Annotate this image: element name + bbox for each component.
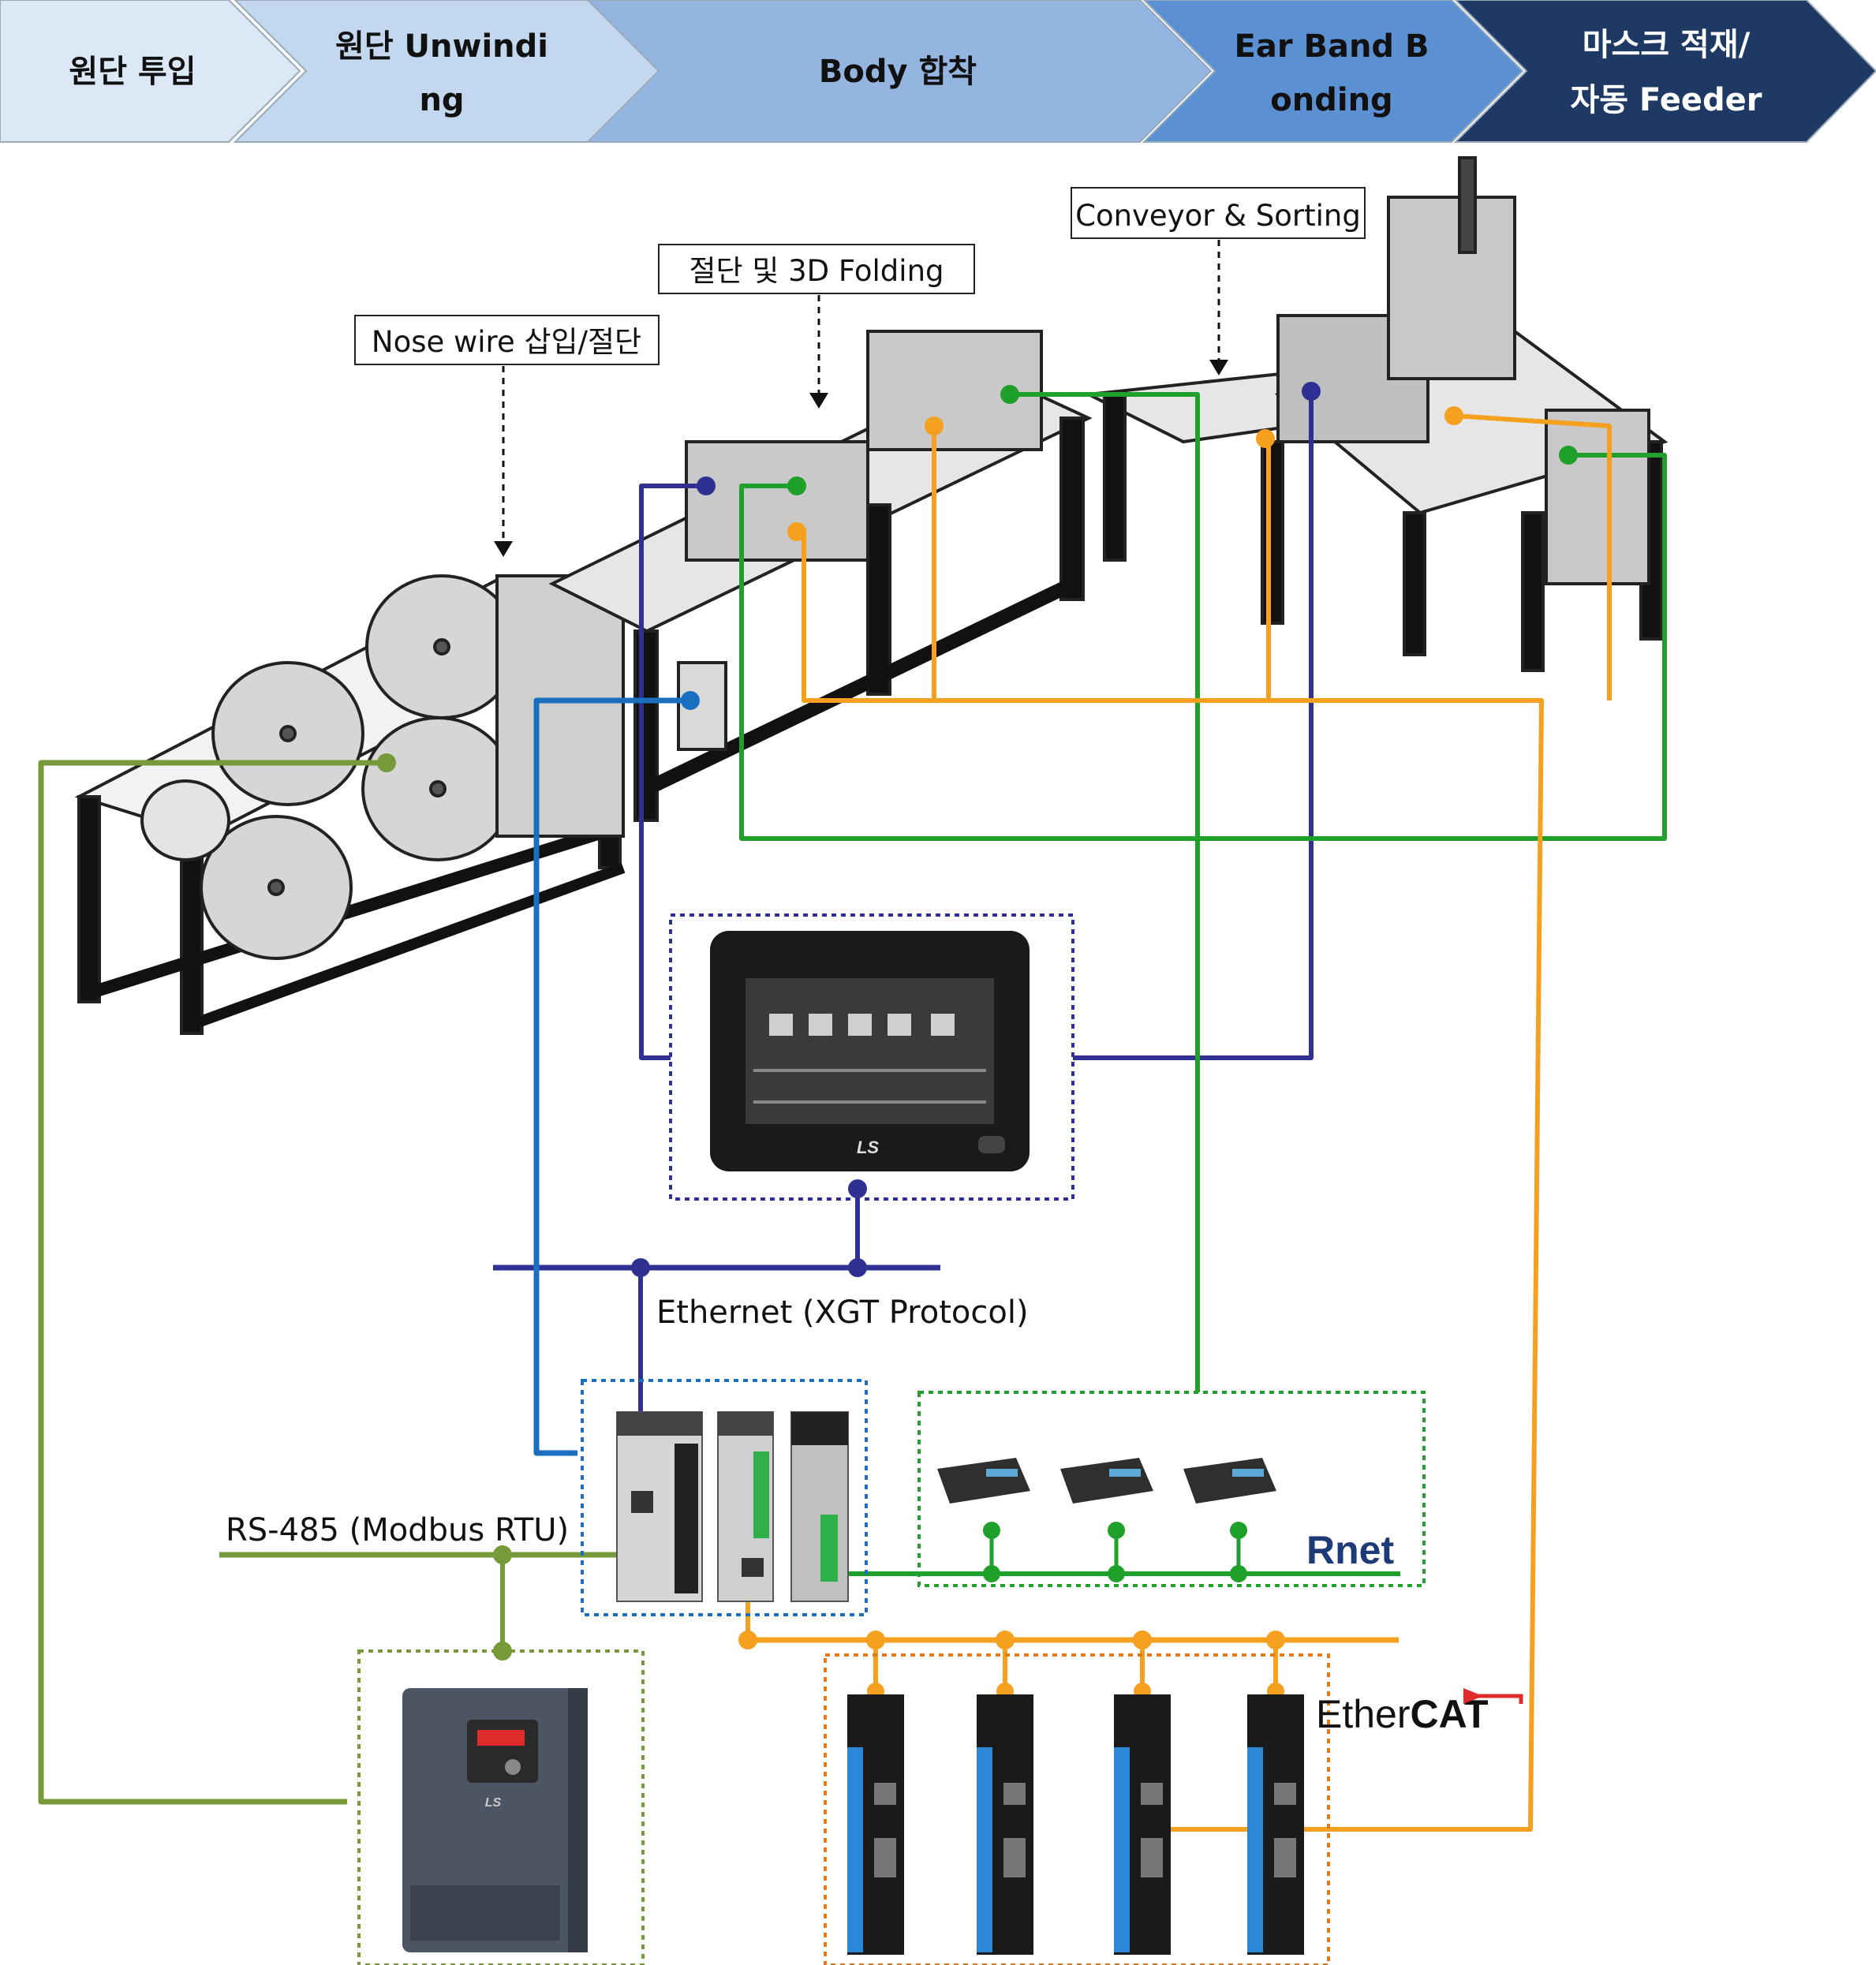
callout-arrow-conveyor bbox=[1209, 360, 1228, 375]
step-5-label-line2: 자동 Feeder bbox=[1571, 82, 1762, 118]
ethernet-label: Ethernet (XGT Protocol) bbox=[656, 1294, 1029, 1331]
plc-line-control-box bbox=[533, 697, 690, 1456]
inverter-group: LS bbox=[357, 1649, 645, 1965]
ethernet-hmi-to-body bbox=[639, 484, 706, 1060]
process-chevron-bar: 원단 투입 원단 Unwindi ng Body 합착 Ear Band B o… bbox=[0, 0, 1876, 143]
step-4-label-line2: onding bbox=[1270, 82, 1392, 118]
chevron-step-4 bbox=[1142, 0, 1524, 143]
rnet-dotted-frame bbox=[917, 1391, 1426, 1587]
servo-group: EtherCAT bbox=[824, 1653, 1523, 1965]
servo-drive-3 bbox=[1114, 1694, 1171, 1955]
hmi-panel: LS bbox=[669, 913, 1074, 1201]
ethercat-return-line bbox=[797, 529, 1544, 1832]
unwinder-rail bbox=[84, 822, 618, 1000]
ethercat-arrow-icon bbox=[1467, 1694, 1523, 1704]
callout-conveyor: Conveyor & Sorting bbox=[1075, 199, 1361, 233]
body-table-leg-2 bbox=[866, 503, 891, 696]
servo-dotted-frame bbox=[824, 1653, 1330, 1965]
svg-text:EtherCAT: EtherCAT bbox=[1316, 1692, 1489, 1736]
callout-nose-wire: Nose wire 삽입/절단 bbox=[372, 325, 641, 359]
hmi-screen-widgets bbox=[753, 1014, 986, 1104]
callout-arrow-folding bbox=[809, 393, 828, 409]
rs485-label: RS-485 (Modbus RTU) bbox=[226, 1512, 569, 1548]
step-5-label-line1: 마스크 적재/ bbox=[1583, 27, 1751, 63]
inverter-brand-logo: LS bbox=[485, 1796, 502, 1810]
folding-module bbox=[685, 440, 869, 562]
inverter-keypad bbox=[467, 1720, 538, 1783]
callout-box-folding bbox=[658, 244, 975, 294]
unwinder-leg-1 bbox=[77, 795, 101, 1003]
step-1-label: 원단 투입 bbox=[69, 54, 196, 90]
chevron-step-3 bbox=[585, 0, 1213, 143]
callout-folding: 절단 및 3D Folding bbox=[689, 254, 944, 288]
chevron-step-1 bbox=[0, 0, 301, 143]
hmi-dotted-frame bbox=[669, 913, 1074, 1201]
callout-box-nose-wire bbox=[354, 315, 660, 365]
nose-wire-module bbox=[495, 574, 625, 838]
plc-rack bbox=[581, 1379, 868, 1616]
rnet-logo: Rnet bbox=[1306, 1528, 1394, 1572]
fabric-roll-5 bbox=[140, 779, 230, 861]
chevron-step-5 bbox=[1453, 0, 1876, 143]
rnet-io-module-2 bbox=[1060, 1458, 1153, 1504]
unwinder-rail-2 bbox=[187, 862, 626, 1031]
rnet-loop bbox=[739, 453, 1667, 841]
hmi-button bbox=[978, 1136, 1005, 1153]
callout-arrow-nose-wire bbox=[494, 541, 513, 557]
feeder-tower bbox=[1387, 196, 1516, 380]
hmi-screen bbox=[746, 978, 994, 1124]
callout-box-conveyor bbox=[1071, 187, 1366, 239]
servo-drive-1 bbox=[847, 1694, 904, 1955]
rnet-io-group: Rnet bbox=[917, 1391, 1426, 1587]
rnet-io-module-1 bbox=[937, 1458, 1030, 1504]
servo-drive-2 bbox=[977, 1694, 1033, 1955]
step-4-label-line1: Ear Band B bbox=[1235, 28, 1429, 65]
step-3-label: Body 합착 bbox=[819, 54, 977, 90]
rs485-line-machine bbox=[38, 760, 387, 1805]
body-table-leg-3 bbox=[1059, 417, 1085, 601]
stacker-unit bbox=[1545, 409, 1650, 585]
step-2-label-line2: ng bbox=[419, 82, 464, 118]
hmi-brand-logo: LS bbox=[857, 1138, 879, 1157]
mask-machine-illustration bbox=[74, 156, 1669, 1035]
unwinder-leg-2 bbox=[180, 835, 204, 1035]
callouts: Nose wire 삽입/절단 절단 및 3D Folding Conveyor… bbox=[354, 187, 1366, 557]
ethercat-logo: EtherCAT bbox=[1316, 1688, 1523, 1736]
rnet-io-module-3 bbox=[1183, 1458, 1276, 1504]
feeder-cylinder bbox=[1458, 156, 1477, 254]
ethernet-hmi-to-earband bbox=[1073, 391, 1314, 1060]
servo-drive-4 bbox=[1247, 1694, 1304, 1955]
inverter-dotted-frame bbox=[357, 1649, 645, 1965]
plc-dotted-frame bbox=[581, 1379, 868, 1616]
rnet-main-trunk bbox=[1010, 392, 1200, 1392]
step-2-label-line1: 원단 Unwindi bbox=[335, 28, 548, 65]
